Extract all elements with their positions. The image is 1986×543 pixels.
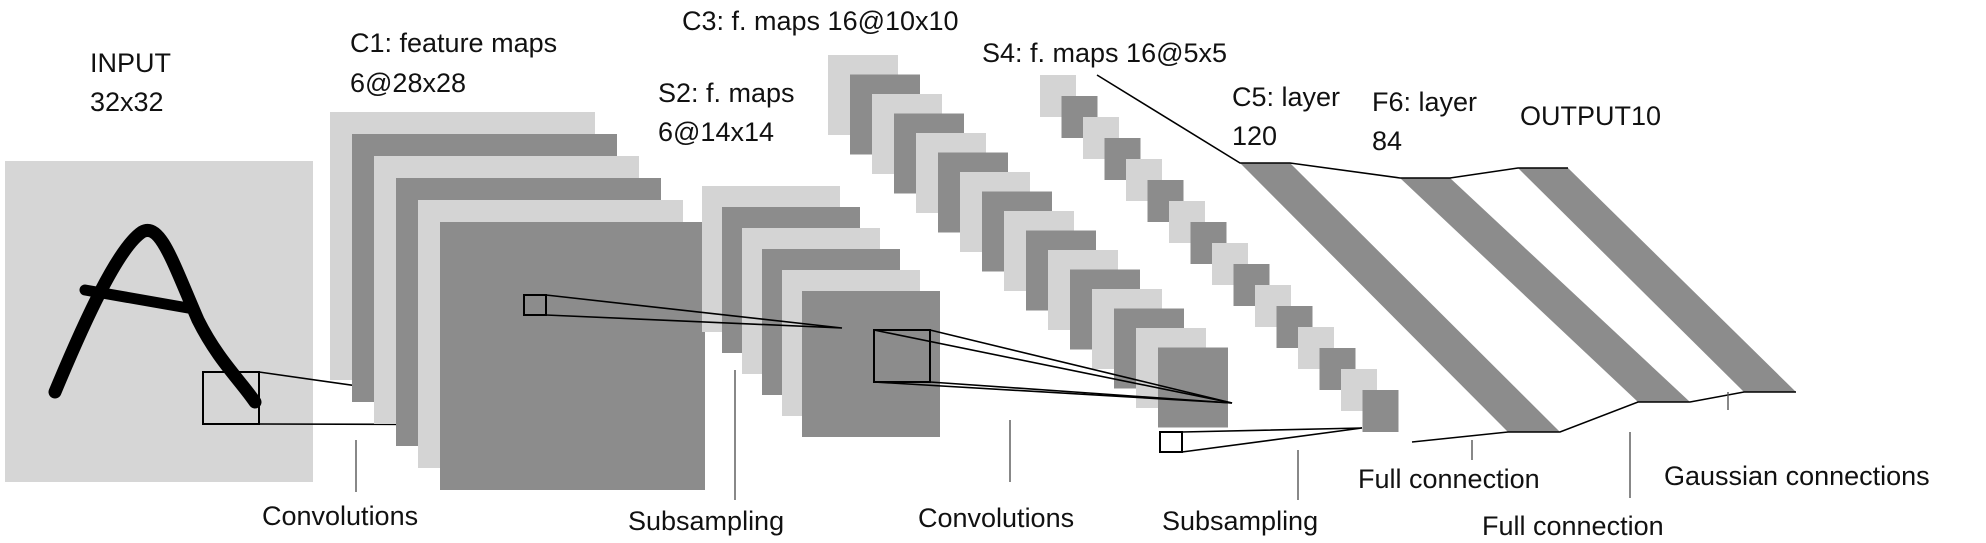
op5-label: Full connection bbox=[1358, 464, 1540, 494]
c3-feature-maps bbox=[828, 55, 1228, 428]
c5-title: C5: layer bbox=[1232, 82, 1340, 112]
operation-labels: Convolutions Subsampling Convolutions Su… bbox=[262, 461, 1930, 541]
input-title: INPUT bbox=[90, 48, 171, 78]
c1-feature-maps bbox=[330, 112, 705, 490]
s2-title: S2: f. maps bbox=[658, 78, 795, 108]
input-size: 32x32 bbox=[90, 87, 164, 117]
dense-top-connections bbox=[1096, 74, 1568, 179]
layer-labels: INPUT 32x32 C1: feature maps 6@28x28 S2:… bbox=[90, 6, 1661, 156]
input-image bbox=[5, 161, 313, 482]
c1-map-6 bbox=[440, 222, 705, 490]
s4-map-16 bbox=[1362, 390, 1399, 432]
f6-layer-bar bbox=[1400, 178, 1690, 402]
projections bbox=[523, 294, 1363, 453]
s2-to-c3-projection-back bbox=[873, 329, 1233, 404]
c1-size: 6@28x28 bbox=[350, 68, 466, 98]
op3-label: Convolutions bbox=[918, 503, 1074, 533]
c3-receptive-field bbox=[1159, 431, 1183, 453]
op1-label: Convolutions bbox=[262, 501, 418, 531]
s2-size: 6@14x14 bbox=[658, 117, 774, 147]
op4-label: Subsampling bbox=[1162, 506, 1318, 536]
input-glyph-stroke bbox=[48, 224, 262, 409]
f6-size: 84 bbox=[1372, 126, 1402, 156]
op7-label: Gaussian connections bbox=[1664, 461, 1930, 491]
c1-receptive-field bbox=[523, 294, 547, 316]
op2-label: Subsampling bbox=[628, 506, 784, 536]
s2-feature-maps bbox=[702, 186, 940, 437]
c1-title: C1: feature maps bbox=[350, 28, 557, 58]
op6-label: Full connection bbox=[1482, 511, 1664, 541]
s4-feature-maps bbox=[1040, 75, 1399, 432]
output-title: OUTPUT10 bbox=[1520, 101, 1661, 131]
c3-to-s4-projection bbox=[1181, 427, 1363, 453]
c5-size: 120 bbox=[1232, 121, 1277, 151]
dense-layers bbox=[1096, 74, 1796, 443]
input-receptive-field bbox=[202, 371, 260, 425]
c5-layer-bar bbox=[1240, 163, 1560, 432]
c1-to-s2-projection bbox=[545, 294, 843, 329]
c3-title: C3: f. maps 16@10x10 bbox=[682, 6, 959, 36]
operation-ticks bbox=[355, 370, 1729, 500]
input-layer bbox=[5, 161, 633, 482]
dense-bottom-connections bbox=[1411, 391, 1796, 443]
f6-title: F6: layer bbox=[1372, 87, 1477, 117]
output-layer-bar bbox=[1518, 168, 1796, 392]
s2-map-6 bbox=[802, 291, 940, 437]
s2-receptive-field bbox=[873, 329, 931, 383]
input-glyph-crossbar bbox=[79, 284, 194, 314]
s4-title: S4: f. maps 16@5x5 bbox=[982, 38, 1227, 68]
